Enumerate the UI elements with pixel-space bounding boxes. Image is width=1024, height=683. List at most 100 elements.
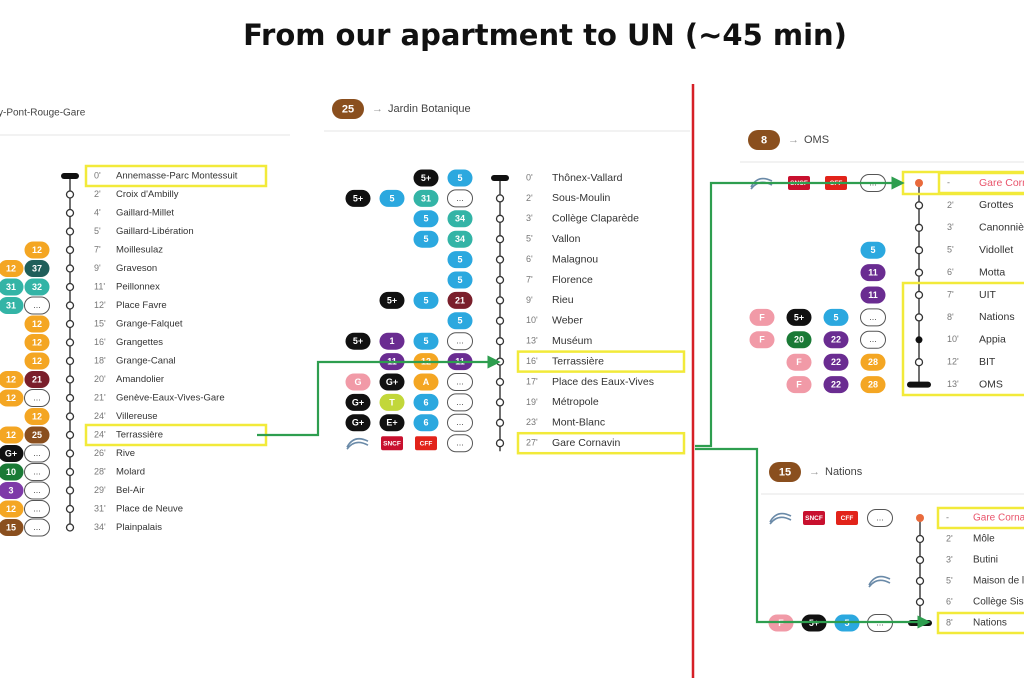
- connection-badge: G+: [0, 445, 24, 462]
- line-badge: [0, 297, 24, 314]
- stop-marker: [914, 358, 924, 367]
- stop-marker: [65, 190, 75, 199]
- line-badge: [0, 426, 24, 444]
- badge-text: ...: [456, 193, 464, 203]
- line-badge: [379, 332, 405, 350]
- badge-text: 22: [831, 379, 841, 389]
- badge-text: F: [796, 379, 802, 389]
- more-lines-badge: [447, 413, 473, 432]
- badge-text: A: [423, 377, 430, 387]
- stop-time: 34': [94, 522, 106, 532]
- connection-badge: 31: [0, 297, 24, 314]
- badge-text: ...: [456, 438, 464, 448]
- stop-name: Graveson: [116, 263, 157, 274]
- stop-marker: [65, 430, 75, 440]
- badge-text: 25: [32, 430, 42, 440]
- connection-badge: 5+: [413, 169, 439, 187]
- stop-time: 2': [946, 533, 953, 543]
- connection-badge: F: [749, 331, 775, 349]
- stop-marker: [65, 504, 75, 514]
- badge-text: 11: [868, 290, 878, 300]
- badge-text: 34: [455, 214, 465, 224]
- cff-label: CFF: [420, 440, 433, 447]
- more-lines-badge: [24, 500, 50, 518]
- highlight-box: [936, 506, 1024, 530]
- stop-marker: [65, 319, 75, 329]
- badge-text: ...: [33, 448, 41, 458]
- stop-time: 6': [947, 267, 954, 277]
- stop-marker: [65, 245, 75, 255]
- stop-name: OMS: [979, 378, 1003, 390]
- stop-marker: [914, 223, 924, 232]
- badge-text: 11: [868, 267, 878, 277]
- badge-text: 31: [6, 300, 16, 310]
- stop-name: Place des Eaux-Vives: [552, 376, 654, 388]
- cff-icon: [415, 436, 437, 451]
- line-badge: [24, 260, 50, 277]
- line-badge: [379, 189, 405, 207]
- stop-marker: [495, 214, 505, 223]
- stop-marker: [495, 418, 505, 427]
- badge-text: G+: [5, 448, 17, 458]
- connection-badge: G+: [379, 373, 405, 391]
- line-badge: [24, 426, 50, 444]
- connection-badge: ...: [447, 373, 473, 391]
- stop-time: 29': [94, 485, 106, 495]
- stop-marker: [915, 576, 925, 586]
- stop-name: Place de Neuve: [116, 504, 183, 515]
- stop-time: 10': [947, 334, 959, 344]
- stop-marker: [914, 290, 924, 300]
- connection-badge: 22: [823, 353, 849, 371]
- badge-text: 12: [32, 411, 42, 421]
- badge-text: 5+: [794, 312, 804, 322]
- panel_8: 8→OMS-Gare CornavinSNCFCFF...2'Grottes3'…: [740, 130, 1024, 394]
- stop-name: Peillonnex: [116, 282, 160, 293]
- stop-name: Maison de la Paix: [973, 576, 1024, 587]
- more-lines-badge: [24, 444, 50, 463]
- line-badge: [823, 353, 849, 371]
- badge-text: 6: [423, 397, 428, 407]
- highlight-box: [84, 164, 268, 188]
- stop-marker: [65, 412, 75, 421]
- more-lines-badge: [24, 463, 50, 481]
- connection-badge: SNCF: [803, 511, 825, 525]
- line-badge: [823, 331, 849, 349]
- connection-badge: 15: [0, 519, 24, 536]
- stop-marker: [65, 356, 75, 366]
- line-badge: [24, 371, 50, 388]
- stop-marker: [65, 393, 75, 403]
- stop-name: Sous-Moulin: [552, 192, 611, 204]
- stop-name: Malagnou: [552, 253, 598, 265]
- stop-marker: [65, 523, 75, 532]
- stop-time: 3': [526, 213, 533, 223]
- badge-text: 12: [6, 263, 16, 273]
- line-badge: [24, 278, 50, 296]
- stop-name: Molard: [116, 467, 145, 478]
- stop-marker: [65, 282, 75, 292]
- line-badge: [786, 331, 812, 349]
- connection-badge: 1: [379, 332, 405, 350]
- badge-text: ...: [456, 417, 464, 427]
- connection-badge: ...: [860, 330, 886, 349]
- stop-marker: [495, 377, 505, 387]
- stop-name: Amandolier: [116, 374, 164, 385]
- connection-badge: G: [345, 373, 371, 391]
- badge-text: 28: [868, 379, 878, 389]
- line-number: 8: [761, 134, 767, 146]
- stop-time: 9': [94, 263, 101, 273]
- connection-badge: 5: [447, 169, 473, 187]
- badge-text: 1: [389, 336, 394, 346]
- line-badge: [447, 312, 473, 330]
- connection-badge: SNCF: [381, 436, 403, 451]
- arrow-icon: →: [809, 466, 820, 478]
- destination-label: Nations: [825, 466, 863, 478]
- line-badge: [413, 332, 439, 350]
- badge-text: 20: [794, 335, 804, 345]
- stop-name: BIT: [979, 356, 996, 368]
- stop-name: Weber: [552, 315, 583, 327]
- connection-badge: 25: [24, 426, 50, 444]
- line-badge: [379, 373, 405, 391]
- stop-marker: [65, 467, 75, 477]
- destination-label: OMS: [804, 134, 829, 146]
- stop-time: 17': [526, 376, 538, 386]
